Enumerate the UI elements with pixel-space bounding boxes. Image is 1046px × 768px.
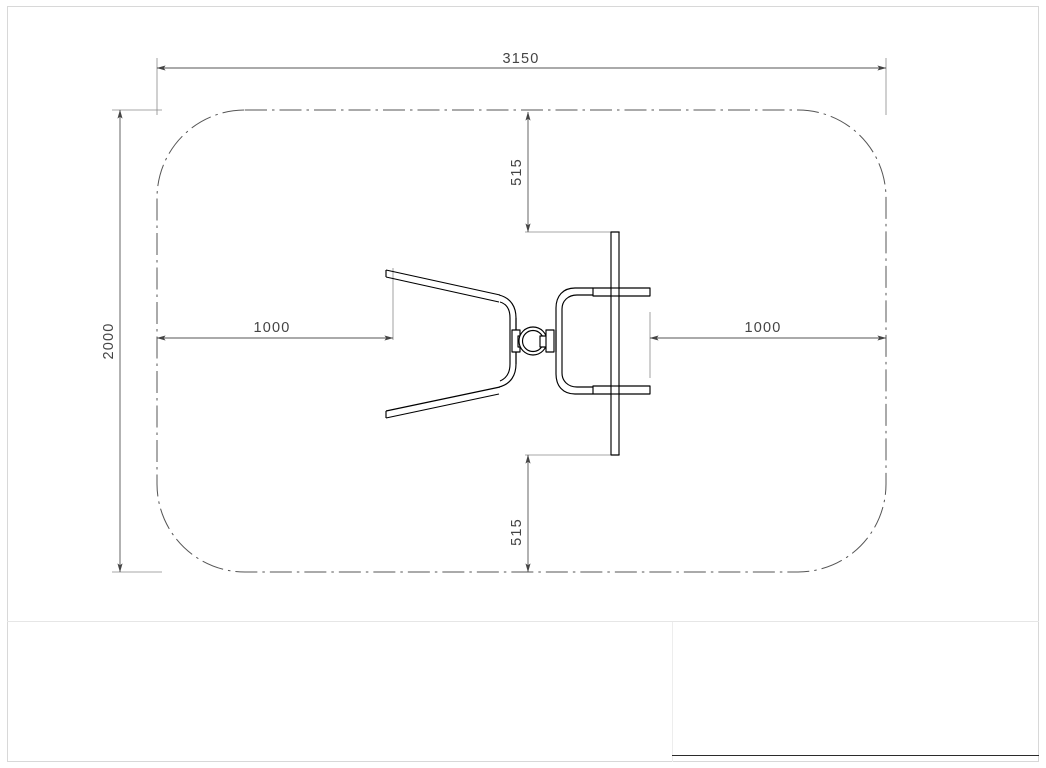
left-fork-frame [385, 269, 517, 419]
dim-overall-width-label: 3150 [502, 51, 539, 67]
right-clamp-plate [539, 329, 555, 353]
dim-offset-bottom-label: 515 [509, 518, 525, 546]
dim-offset-right-label: 1000 [744, 320, 781, 336]
vertical-bar [610, 231, 620, 456]
handle-bar-upper [592, 287, 651, 297]
right-frame [555, 287, 593, 395]
equipment-geometry [385, 231, 651, 456]
extension-lines [112, 58, 887, 573]
sheet-divider-horizontal [7, 621, 1039, 622]
dim-offset-left-label: 1000 [253, 320, 290, 336]
safety-zone-boundary [156, 109, 887, 573]
dimension-lines [117, 65, 887, 573]
dim-offset-top-label: 515 [509, 158, 525, 186]
title-block-rule [672, 755, 1039, 756]
sheet-divider-vertical [672, 622, 673, 762]
dim-overall-height-label: 2000 [101, 322, 117, 359]
handle-bar-lower [592, 385, 651, 395]
